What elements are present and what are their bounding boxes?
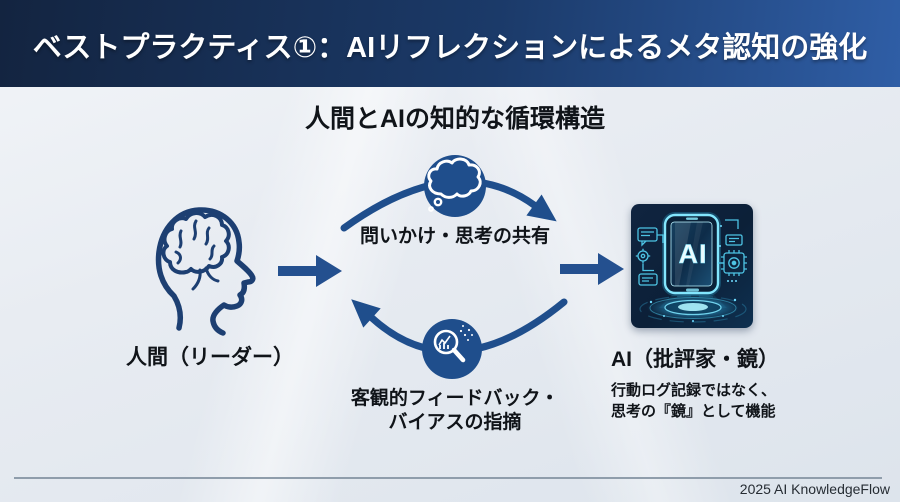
human-label: 人間（リーダー） [126, 346, 294, 369]
ai-note-line2: 思考の『鏡』として機能 [611, 403, 776, 420]
ai-smartphone-artwork: AI [631, 204, 753, 328]
brain-outline [161, 211, 231, 275]
bottom-loop-label-line2: バイアスの指摘 [388, 412, 522, 433]
brain-folds [174, 219, 220, 291]
ai-smartphone-icon: AI [631, 204, 753, 328]
footer-divider [14, 477, 882, 479]
thought-bubble-icon [427, 157, 482, 212]
ai-note-line1: 行動ログ記録ではなく、 [611, 382, 777, 399]
sparkle-dots [649, 225, 737, 322]
phone-screen-ai-label: AI [679, 239, 708, 269]
page-title: ベストプラクティス①：AIリフレクションによるメタ認知の強化 [32, 31, 868, 64]
data-dots [459, 325, 473, 341]
phone-screen [670, 221, 713, 287]
footer-credit: 2025 AI KnowledgeFlow [739, 481, 890, 497]
ai-note: 行動ログ記録ではなく、 思考の『鏡』として機能 [611, 380, 776, 422]
circuit-icons [635, 219, 747, 286]
ai-label: AI（批評家・鏡） [611, 348, 779, 371]
magnifier-analysis-icon [433, 325, 473, 363]
head-outline [155, 207, 256, 336]
bottom-loop-label-line1: 客観的フィードバック・ [350, 388, 560, 409]
cycle-top-arrowhead-icon [526, 194, 557, 222]
diagram-subtitle: 人間とAIの知的な循環構造 [304, 105, 606, 133]
arrow-human-to-cycle-icon [278, 255, 342, 287]
gear-icon [635, 248, 651, 264]
arrow-cycle-to-ai-icon [560, 253, 624, 285]
top-loop-label: 問いかけ・思考の共有 [359, 226, 551, 247]
cycle-top-node [424, 155, 486, 217]
title-bar: ベストプラクティス①：AIリフレクションによるメタ認知の強化 [0, 0, 900, 87]
head-brain-icon [155, 207, 256, 336]
bottom-loop-label: 客観的フィードバック・ バイアスの指摘 [351, 387, 559, 435]
cycle-bottom-arrowhead-icon [351, 299, 381, 328]
